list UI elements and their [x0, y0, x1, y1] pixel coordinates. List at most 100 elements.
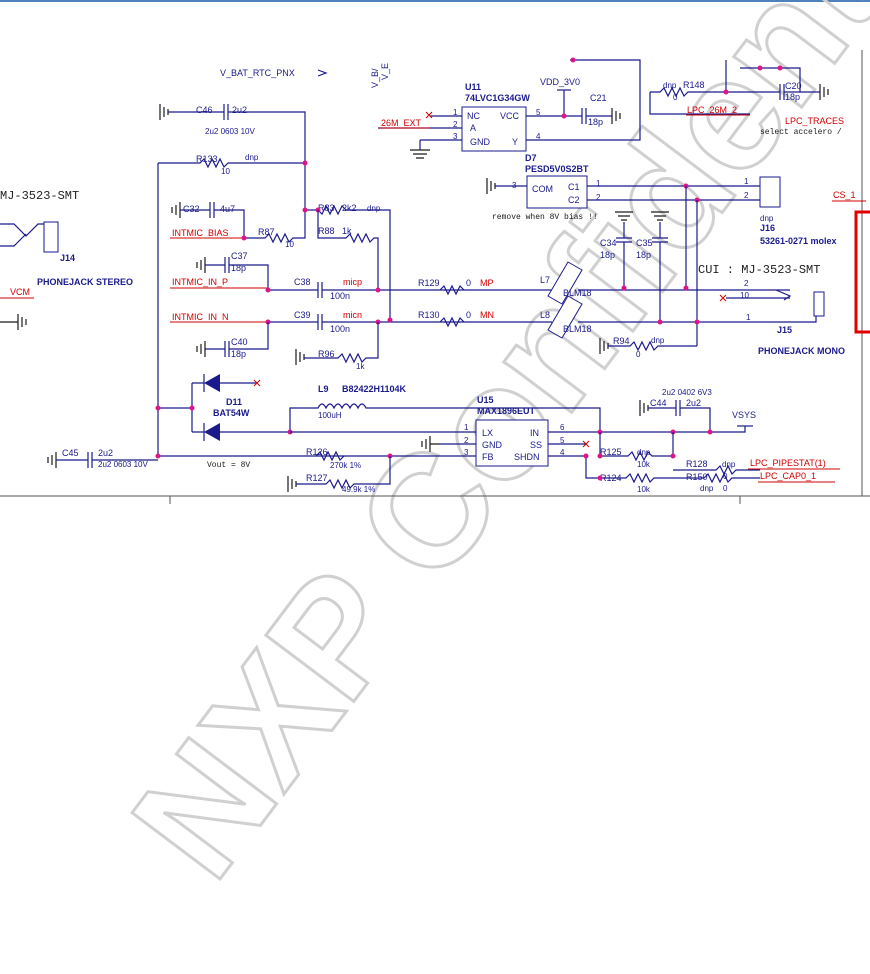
j15-body: [813, 291, 825, 317]
junction: [387, 317, 393, 323]
d7-part: PESD5V0S2BT: [525, 164, 589, 174]
r88-label: R88: [318, 226, 335, 236]
c40-value: 18p: [231, 349, 246, 359]
r124-value: 10k: [637, 485, 651, 494]
junction: [241, 235, 247, 241]
r126-label: R126: [306, 447, 328, 457]
r129-symbol: [439, 284, 465, 296]
junction: [570, 57, 576, 63]
ground-symbol: [196, 341, 206, 357]
net-cs-1: CS_1: [833, 190, 856, 200]
u15-label: U15: [477, 395, 494, 405]
r88-symbol: [317, 210, 379, 290]
junction: [657, 319, 663, 325]
junction: [375, 287, 381, 293]
pin-num: 1: [746, 313, 751, 322]
d7-label: D7: [525, 153, 537, 163]
pin-num: 1: [464, 423, 469, 432]
c46-spec: 2u2 0603 10V: [205, 127, 255, 136]
c20-symbol: [779, 84, 820, 100]
u11-pin-nc: NC: [467, 111, 480, 121]
r133-label: R133: [196, 154, 218, 164]
phonejack-mono-label: PHONEJACK MONO: [758, 346, 845, 356]
pin-num: 2: [744, 279, 749, 288]
junction: [777, 65, 783, 71]
u11-label: U11: [465, 82, 481, 92]
net-lpc-26m-2: LPC_26M_2: [687, 105, 737, 115]
v-b-label: V_B/: [370, 68, 380, 88]
r133-dnp: dnp: [245, 153, 259, 162]
l8-bead: [547, 295, 583, 339]
d7-pin-com: COM: [532, 184, 553, 194]
header-rule: [0, 0, 870, 2]
l9-part: B82422H1104K: [342, 384, 407, 394]
ground-symbol: [47, 452, 57, 468]
junction: [155, 453, 161, 459]
c34-symbol: [616, 222, 632, 288]
ground-symbol: [639, 400, 649, 416]
r128-dnp: dnp: [722, 460, 736, 469]
u11-body: [461, 106, 527, 152]
c21-label: C21: [590, 93, 607, 103]
v-bat-rtc-label: V_BAT_RTC_PNX: [220, 68, 295, 78]
net-vcm: VCM: [10, 287, 30, 297]
vout-note: Vout = 8V: [207, 461, 250, 470]
d7-pin-c1: C1: [568, 182, 580, 192]
j15-wires: [726, 289, 817, 323]
u15-body: [475, 419, 549, 467]
nc-marker: [719, 294, 727, 302]
ground-symbol: [171, 202, 181, 218]
u15-pin-ss: SS: [530, 440, 542, 450]
pin-num: 1: [596, 179, 601, 188]
c21-symbol: [564, 108, 612, 124]
c35-symbol: [652, 222, 668, 322]
r130-label: R130: [418, 310, 440, 320]
ground-symbol: [486, 178, 496, 194]
r83-symbol: [305, 204, 391, 320]
ground-symbol: [611, 108, 621, 124]
d11-top-wires: [192, 374, 256, 392]
c45-label: C45: [62, 448, 79, 458]
j14-label: J14: [60, 253, 75, 263]
r83-dnp: dnp: [367, 204, 381, 213]
pin-num: 2: [744, 191, 749, 200]
pin-num: 1: [453, 108, 458, 117]
junction: [694, 319, 700, 325]
r96-value: 1k: [356, 362, 365, 371]
net-micn: micn: [343, 310, 362, 320]
c32-value: 4u7: [220, 204, 235, 214]
c44-spec: 2u2 0402 6V3: [662, 388, 712, 397]
d11-diode-top: [204, 374, 220, 392]
ground-symbol: [159, 104, 169, 120]
c38-label: C38: [294, 277, 311, 287]
j16-label: J16: [760, 223, 775, 233]
r129-label: R129: [418, 278, 440, 288]
ground-symbol: [421, 436, 440, 452]
junction: [302, 160, 308, 166]
junction: [723, 89, 729, 95]
net-intmic-in-p: INTMIC_IN_P: [172, 277, 228, 287]
pin-num: 3: [464, 448, 469, 457]
d7-pin-c2: C2: [568, 195, 580, 205]
c39-label: C39: [294, 310, 311, 320]
vdd-3v0-label: VDD_3V0: [540, 77, 580, 87]
r87-symbol: [244, 210, 306, 244]
r83-value: 2k2: [342, 203, 357, 213]
junction: [757, 65, 763, 71]
c38-value: 100n: [330, 291, 350, 301]
r148-label: R148: [683, 80, 705, 90]
l7-part: BLM18: [563, 288, 592, 298]
r87-label: R87: [258, 227, 275, 237]
c32-label: C32: [183, 204, 200, 214]
pin-num: 2: [596, 193, 601, 202]
l7-bead: [547, 261, 583, 305]
c45-value: 2u2: [98, 448, 113, 458]
r128-symbol: [673, 464, 760, 476]
mj-left-label: MJ-3523-SMT: [0, 189, 79, 203]
j15-label: J15: [777, 325, 792, 335]
junction: [189, 405, 195, 411]
r125-symbol: [599, 432, 674, 462]
r148-symbol: [650, 86, 780, 98]
c44-value: 2u2: [686, 398, 701, 408]
